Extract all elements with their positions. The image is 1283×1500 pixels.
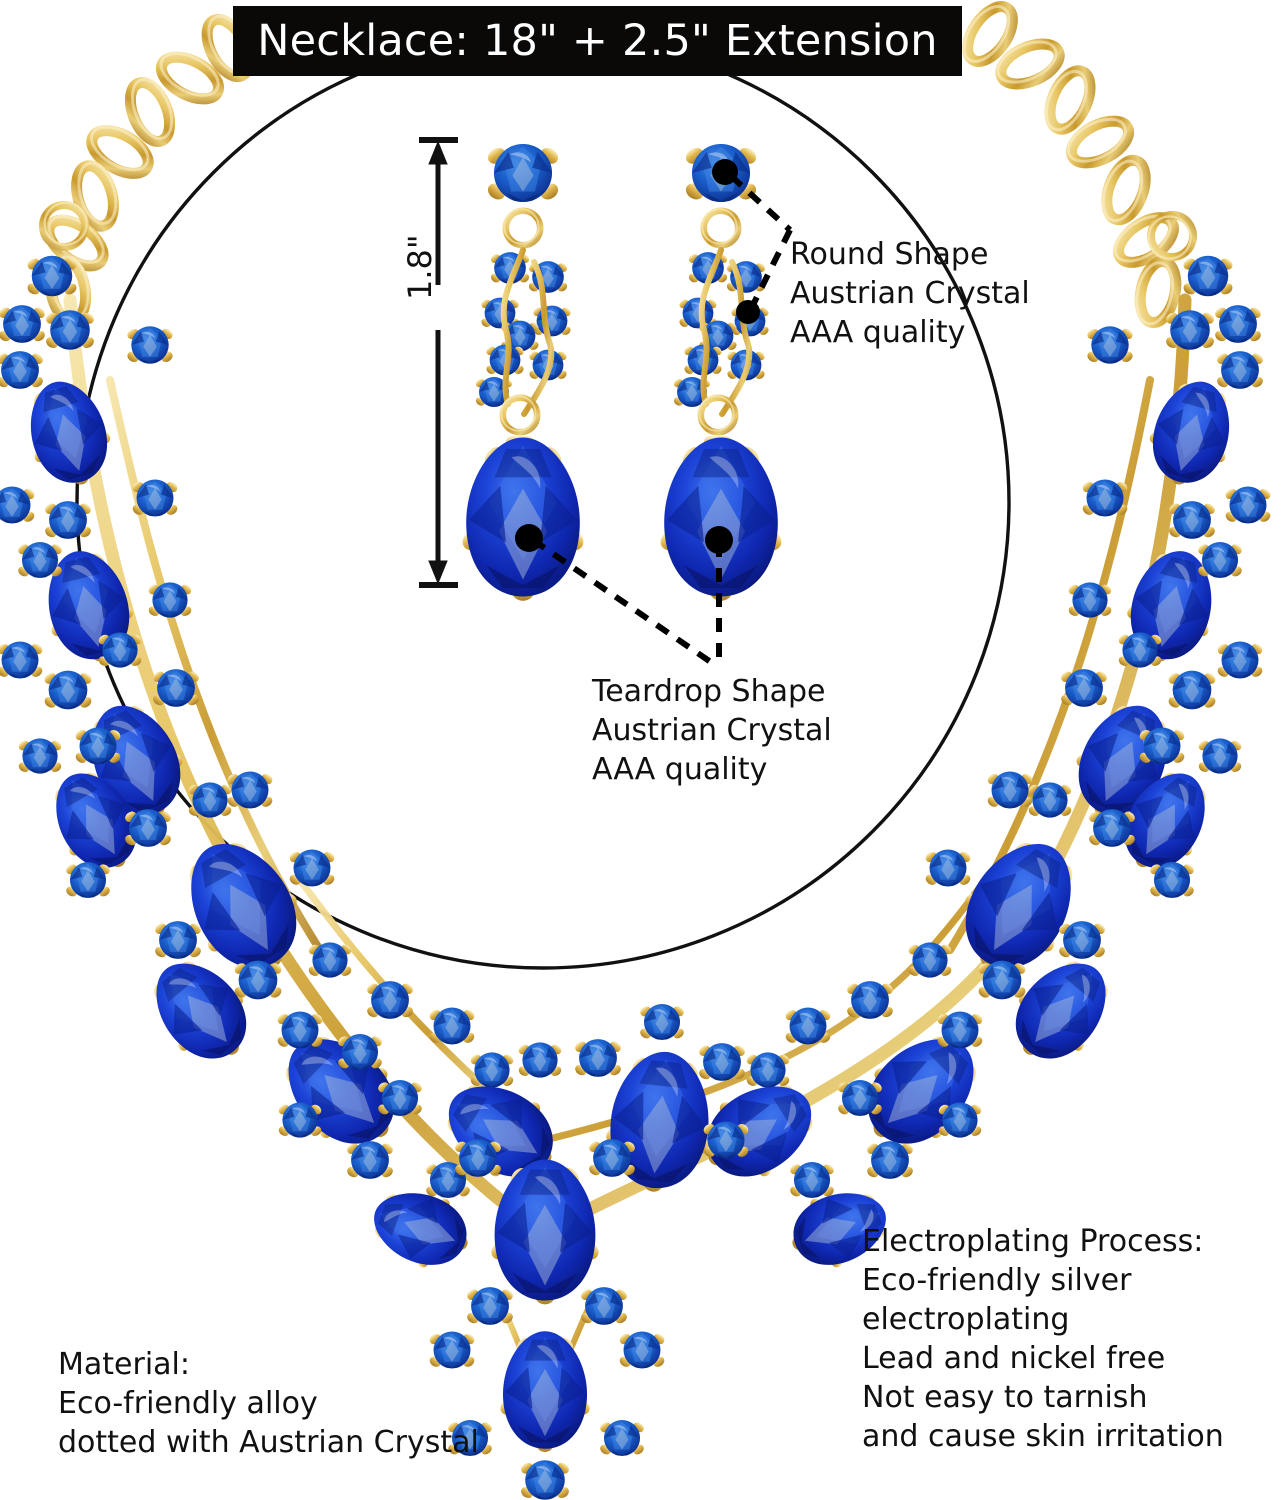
teardrop-shape-annotation: Teardrop Shape Austrian Crystal AAA qual… — [592, 674, 832, 787]
necklace-length-text: Necklace: 18" + 2.5" Extension — [257, 15, 938, 66]
material-annotation: Material: Eco-friendly alloy dotted with… — [58, 1347, 479, 1460]
leader-lines — [531, 173, 793, 670]
callout-dot-teardrop-left — [515, 524, 543, 552]
callout-dot-round-small — [736, 300, 760, 324]
callout-dot-round-stud — [712, 159, 738, 185]
electroplating-annotation: Electroplating Process: Eco-friendly sil… — [862, 1224, 1224, 1454]
earring-left — [458, 143, 588, 601]
necklace-chain-left — [39, 9, 260, 323]
callout-dot-teardrop-right — [705, 526, 733, 554]
round-shape-annotation: Round Shape Austrian Crystal AAA quality — [790, 237, 1030, 350]
callout-dots — [515, 159, 760, 554]
earring-right — [656, 143, 786, 601]
earring-length-label: 1.8" — [401, 234, 439, 300]
necklace-length-banner: Necklace: 18" + 2.5" Extension — [233, 6, 962, 76]
dimension-arrow-earring — [419, 137, 458, 588]
